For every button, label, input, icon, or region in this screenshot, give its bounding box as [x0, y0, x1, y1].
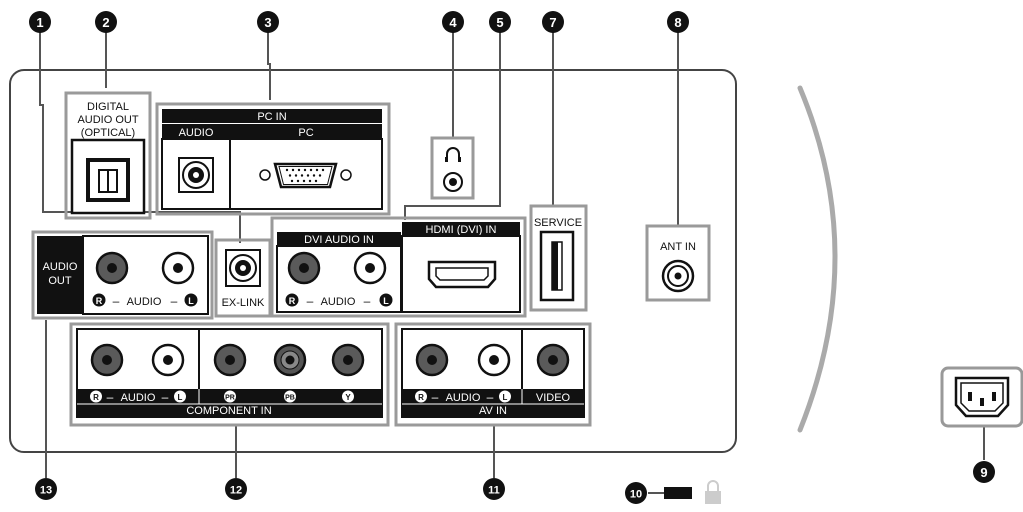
kensington-lock — [664, 480, 721, 504]
svg-text:4: 4 — [449, 15, 457, 30]
pc-label: PC — [298, 127, 313, 139]
component-in-group: R – AUDIO – L PR PB Y COMPONENT IN — [69, 322, 390, 427]
svg-text:2: 2 — [102, 15, 109, 30]
dvi-audio-r-badge: R — [289, 296, 296, 306]
svg-text:5: 5 — [496, 15, 503, 30]
lock-slot-icon — [664, 487, 692, 499]
callout-3: 3 — [257, 11, 279, 33]
callout-13: 13 — [35, 478, 57, 500]
digital-audio-out-label-2: AUDIO OUT — [77, 114, 138, 126]
antenna-port: ANT IN — [645, 224, 711, 302]
svg-text:1: 1 — [36, 15, 43, 30]
dvi-audio-audio-label: AUDIO — [321, 296, 356, 308]
av-l-badge: L — [503, 393, 508, 402]
svg-text:–: – — [364, 294, 371, 308]
pc-audio-label: AUDIO — [179, 127, 214, 139]
hdmi-dvi-in-label: HDMI (DVI) IN — [426, 224, 497, 236]
svg-text:9: 9 — [980, 465, 987, 480]
callout-leaders — [39, 30, 985, 494]
svg-text:10: 10 — [630, 489, 642, 501]
av-audio-label: AUDIO — [446, 392, 481, 404]
svg-text:–: – — [162, 390, 169, 404]
callout-1: 1 — [29, 11, 51, 33]
service-port: SERVICE — [529, 204, 588, 312]
component-l-badge: L — [178, 393, 183, 402]
callout-10: 10 — [625, 482, 647, 504]
callout-9: 9 — [973, 461, 995, 483]
panel-divider-curve — [797, 85, 838, 433]
optical-jack-icon — [86, 158, 130, 202]
callout-4: 4 — [442, 11, 464, 33]
av-r-badge: R — [418, 393, 424, 402]
svg-text:12: 12 — [230, 485, 242, 497]
audio-out-audio-label: AUDIO — [127, 296, 162, 308]
callout-5: 5 — [489, 11, 511, 33]
audio-out-r-badge: R — [96, 296, 103, 306]
component-audio-label: AUDIO — [121, 392, 156, 404]
svg-text:–: – — [487, 390, 494, 404]
vga-port-icon — [259, 162, 352, 189]
callout-12: 12 — [225, 478, 247, 500]
audio-out-label-2: OUT — [48, 275, 72, 287]
svg-text:–: – — [307, 294, 314, 308]
callout-2: 2 — [95, 11, 117, 33]
av-in-label: AV IN — [479, 405, 507, 417]
component-pr-badge: PR — [225, 395, 235, 402]
hdmi-port-icon — [427, 260, 497, 289]
svg-text:13: 13 — [40, 485, 52, 497]
ex-link-port: EX-LINK — [214, 238, 272, 318]
rear-panel-outline — [9, 69, 737, 453]
padlock-icon — [707, 480, 719, 492]
audio-out-label-1: AUDIO — [43, 261, 78, 273]
digital-audio-out-label-1: DIGITAL — [87, 101, 129, 113]
callout-8: 8 — [667, 11, 689, 33]
dvi-audio-l-badge: L — [383, 296, 389, 306]
svg-text:3: 3 — [264, 15, 271, 30]
callout-7: 7 — [542, 11, 564, 33]
av-video-label: VIDEO — [536, 392, 571, 404]
ant-in-label: ANT IN — [660, 241, 696, 253]
digital-audio-out-port: DIGITAL AUDIO OUT (OPTICAL) — [64, 91, 152, 220]
av-in-group: R – AUDIO – L VIDEO AV IN — [394, 322, 592, 427]
service-label: SERVICE — [534, 217, 582, 229]
ex-link-label: EX-LINK — [222, 297, 265, 309]
component-r-badge: R — [93, 393, 99, 402]
headphone-icon — [446, 147, 460, 160]
svg-text:8: 8 — [674, 15, 681, 30]
svg-text:–: – — [113, 294, 120, 308]
digital-audio-out-label-3: (OPTICAL) — [81, 127, 135, 139]
dvi-hdmi-group: DVI AUDIO IN HDMI (DVI) IN R – AUDIO – L — [270, 216, 527, 318]
component-in-label: COMPONENT IN — [186, 405, 271, 417]
component-pb-badge: PB — [285, 395, 295, 402]
headphone-port — [430, 136, 475, 200]
audio-out-group: AUDIO OUT R – AUDIO – L — [31, 230, 214, 320]
audio-out-l-badge: L — [188, 296, 194, 306]
svg-text:–: – — [432, 390, 439, 404]
svg-text:7: 7 — [549, 15, 556, 30]
component-y-badge: Y — [345, 393, 351, 402]
svg-text:11: 11 — [488, 485, 500, 497]
power-inlet — [940, 366, 1023, 428]
svg-text:–: – — [171, 294, 178, 308]
pc-in-label: PC IN — [257, 111, 286, 123]
pc-in-group: PC IN AUDIO PC — [155, 102, 391, 216]
callout-11: 11 — [483, 478, 505, 500]
svg-text:–: – — [107, 390, 114, 404]
dvi-audio-in-label: DVI AUDIO IN — [304, 234, 374, 246]
